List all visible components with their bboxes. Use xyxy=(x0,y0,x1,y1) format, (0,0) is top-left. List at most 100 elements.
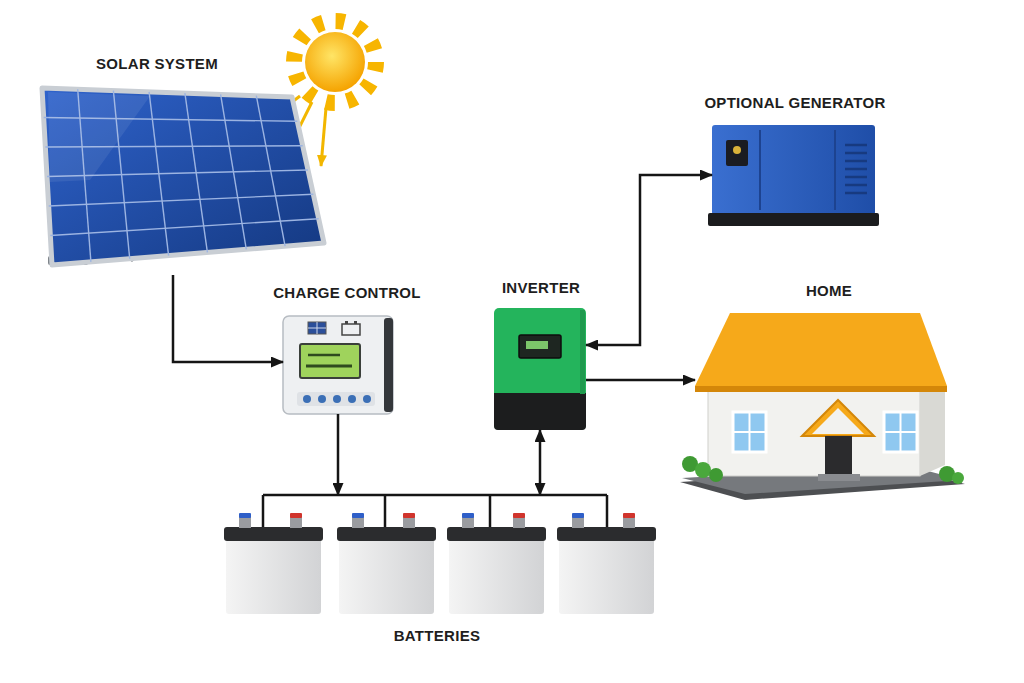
bus-drop xyxy=(262,495,265,527)
charge-controller-body xyxy=(283,316,393,414)
battery-body xyxy=(226,538,321,614)
house-step xyxy=(818,474,860,481)
connector-arrow xyxy=(586,175,712,345)
house-roof-edge xyxy=(695,386,947,392)
positive-cap xyxy=(403,513,415,518)
generator-body xyxy=(712,125,875,215)
bus-drop xyxy=(489,495,492,527)
bush xyxy=(709,468,723,482)
connector-arrow xyxy=(586,379,695,382)
battery-bus xyxy=(263,495,607,527)
generator-panel xyxy=(726,140,748,166)
component-node: SOLAR SYSTEM xyxy=(40,85,325,275)
negative-cap xyxy=(462,513,474,518)
connector-arrow xyxy=(539,430,542,495)
connector-arrow xyxy=(173,275,283,362)
negative-cap xyxy=(572,513,584,518)
generator-base xyxy=(708,213,879,226)
house-door xyxy=(825,436,852,476)
vent-line xyxy=(845,160,867,163)
component-node: OPTIONAL GENERATOR xyxy=(712,125,877,226)
battery xyxy=(447,513,546,614)
component-label: BATTERIES xyxy=(357,627,517,645)
house-roof xyxy=(695,313,947,386)
generator-door-line xyxy=(759,130,761,210)
button xyxy=(333,395,341,403)
positive-cap xyxy=(290,513,302,518)
battery-icon-terminal xyxy=(354,321,357,324)
panel-glare xyxy=(48,92,150,182)
bus-drop xyxy=(606,495,609,527)
positive-cap xyxy=(623,513,635,518)
button xyxy=(348,395,356,403)
generator-door-line xyxy=(834,130,836,210)
button xyxy=(318,395,326,403)
connector-arrow xyxy=(337,414,340,495)
house-window xyxy=(733,412,766,452)
generator-gauge xyxy=(733,146,741,154)
button xyxy=(303,395,311,403)
battery-lid xyxy=(557,527,656,541)
lcd-mark xyxy=(308,354,340,357)
battery-lid xyxy=(337,527,436,541)
house-wall xyxy=(708,380,920,476)
negative-cap xyxy=(352,513,364,518)
house-window xyxy=(884,412,917,452)
battery xyxy=(557,513,656,614)
window-bar xyxy=(733,431,766,433)
lcd-mark xyxy=(306,365,352,368)
inverter-base-edge xyxy=(494,393,586,399)
bus-wire xyxy=(263,494,607,497)
panel-grid-line xyxy=(49,194,314,206)
battery-body xyxy=(339,538,434,614)
vent-line xyxy=(845,152,867,155)
component-node: HOME xyxy=(695,305,945,500)
inverter-body xyxy=(494,308,586,430)
component-label: HOME xyxy=(769,282,889,300)
charge-controller-side xyxy=(384,318,393,412)
porch-gable xyxy=(802,400,874,436)
vent-line xyxy=(845,184,867,187)
bush xyxy=(695,462,711,478)
lcd-screen xyxy=(300,344,360,378)
vent-line xyxy=(845,176,867,179)
component-node: INVERTER xyxy=(494,308,586,430)
inverter-base xyxy=(494,395,586,430)
generator-vents xyxy=(845,145,867,193)
positive-cap xyxy=(513,513,525,518)
bush xyxy=(952,472,964,484)
negative-cap xyxy=(239,513,251,518)
panel-grid-line xyxy=(50,219,318,236)
battery-icon xyxy=(342,324,360,335)
solar-panel xyxy=(42,88,324,265)
vent-line xyxy=(845,144,867,147)
component-label: OPTIONAL GENERATOR xyxy=(685,94,905,112)
battery-lid xyxy=(447,527,546,541)
button xyxy=(363,395,371,403)
porch-gable-face xyxy=(812,408,864,434)
battery-body xyxy=(449,538,544,614)
sun-ray-arrow xyxy=(321,108,326,166)
battery-icon-terminal xyxy=(345,321,348,324)
battery xyxy=(224,513,323,614)
vent-line xyxy=(845,168,867,171)
panel-icon-line xyxy=(308,328,326,329)
house-side-wall xyxy=(920,380,945,476)
panel-icon xyxy=(308,322,326,334)
button-strip xyxy=(297,392,375,406)
vent-line xyxy=(845,192,867,195)
battery-lid xyxy=(224,527,323,541)
inverter-display-screen xyxy=(526,341,548,349)
battery xyxy=(337,513,436,614)
component-label: INVERTER xyxy=(471,279,611,297)
component-node: BATTERIES xyxy=(225,495,650,645)
component-label: SOLAR SYSTEM xyxy=(57,55,257,73)
inverter-side-shade xyxy=(580,310,585,394)
window-bar xyxy=(884,431,917,433)
sun xyxy=(305,32,365,92)
component-node: CHARGE CONTROL xyxy=(283,316,393,414)
component-label: CHARGE CONTROL xyxy=(247,284,447,302)
sun-rays xyxy=(294,21,376,103)
